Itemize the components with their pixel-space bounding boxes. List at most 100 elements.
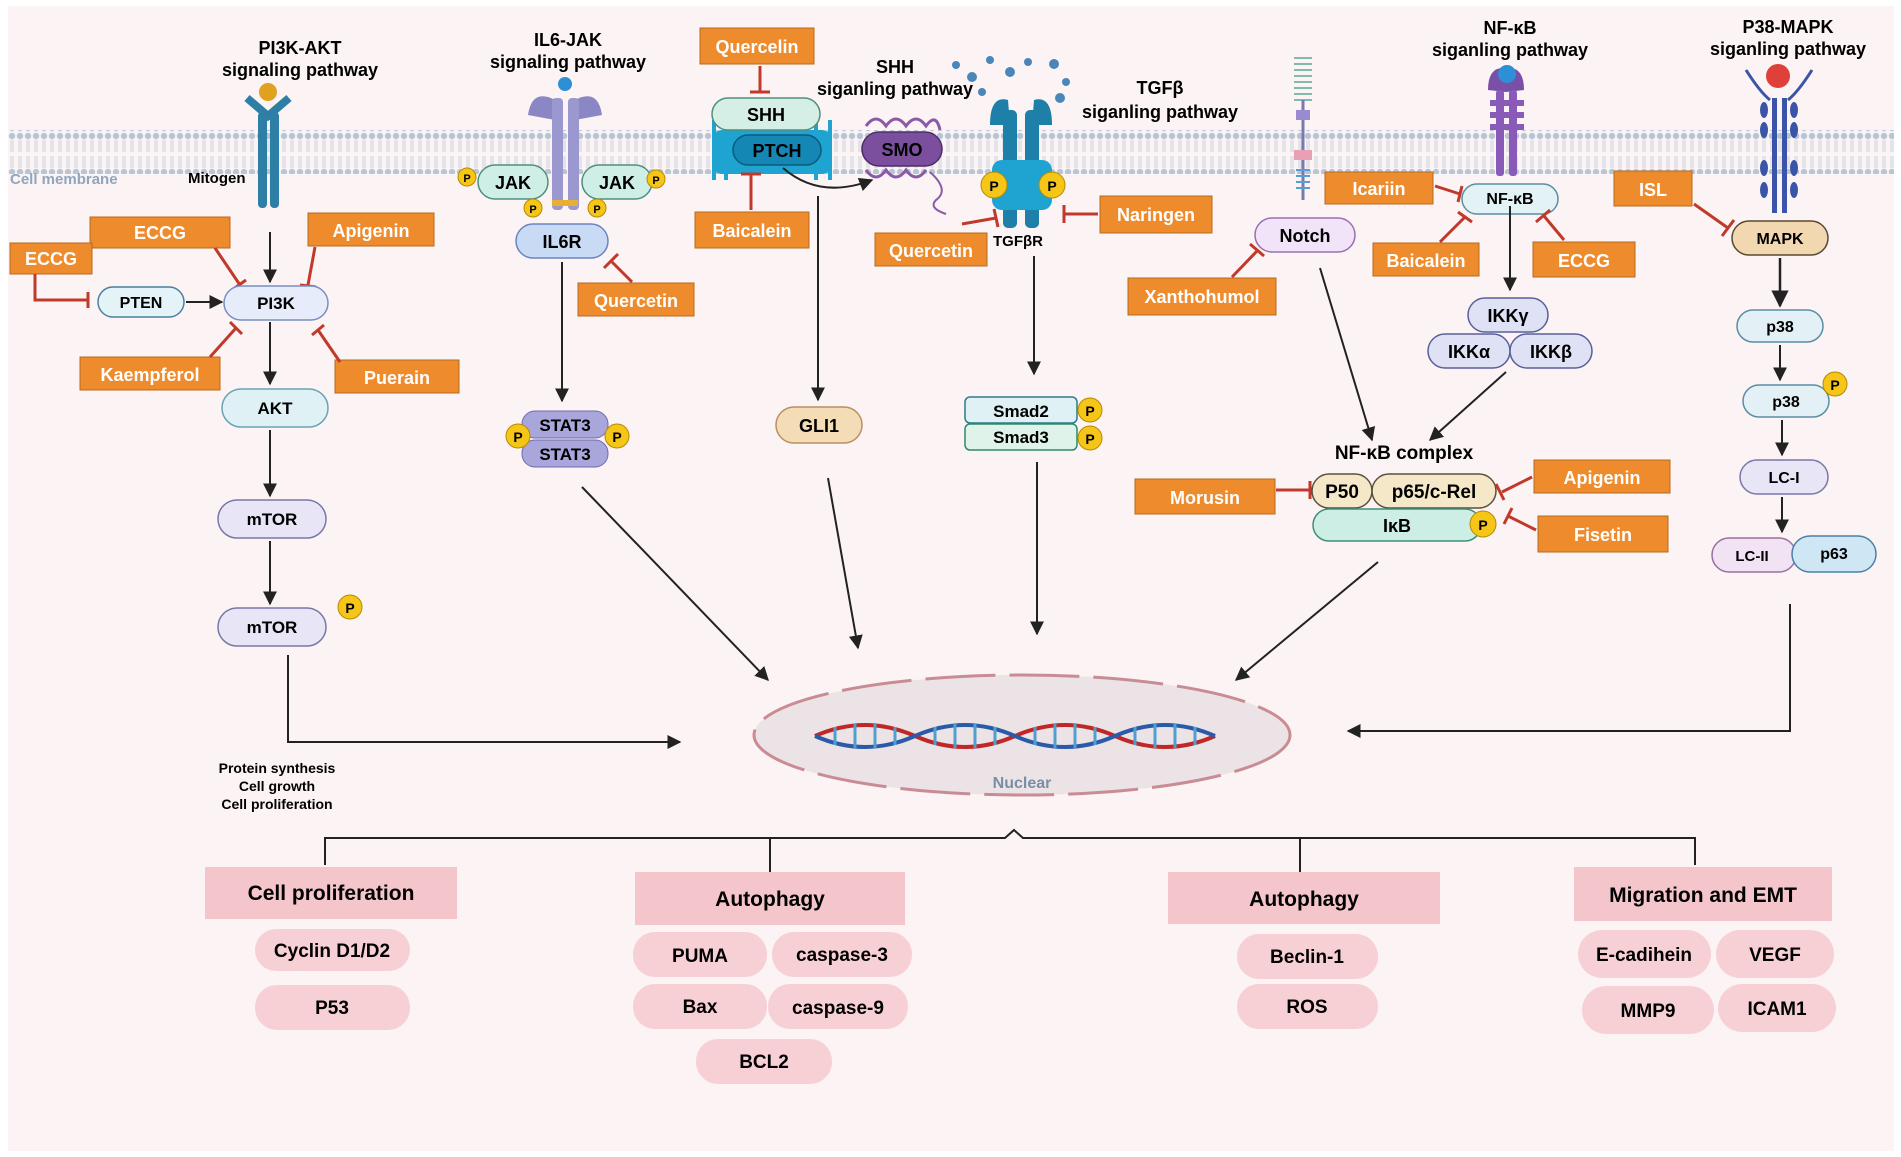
notch-node: [1254, 217, 1356, 253]
apigenin-box-pi3k: [307, 212, 435, 247]
smo-label: SMO: [881, 140, 922, 160]
mtor-phospho: [337, 594, 363, 620]
il6r-node: [515, 223, 609, 259]
outcome-bracket: [324, 828, 1696, 865]
puma-item: [633, 932, 767, 977]
mtor-node-2: [217, 607, 327, 647]
mtor-label-2: mTOR: [247, 618, 298, 637]
ecadherin-item: [1578, 930, 1711, 978]
nucleus-label: Nuclear: [993, 775, 1052, 792]
il6-title-2: signaling pathway: [490, 52, 646, 72]
naringen-label: Naringen: [1117, 205, 1195, 225]
shh-inhibition-top: [750, 66, 770, 94]
xanthohumol-box: [1127, 277, 1277, 316]
p38-title-1: P38-MAPK: [1742, 17, 1833, 37]
p53-label: P53: [315, 998, 349, 1019]
bax-item: [633, 984, 767, 1029]
nfkb-title-2: siganling pathway: [1432, 40, 1588, 60]
ikkb-node: [1509, 333, 1593, 369]
kaempferol-label: Kaempferol: [100, 365, 199, 385]
outcome-title-autophagy-2: [1168, 872, 1440, 924]
pi3k-node: [223, 285, 329, 321]
tgfbr-phospho-left-label: P: [989, 178, 998, 194]
mitogen-label: Mitogen: [188, 170, 246, 187]
eccg-box-pi3k: [89, 216, 231, 249]
tgfb-title-2: siganling pathway: [1082, 102, 1238, 122]
il6-receptor: [528, 77, 602, 210]
eccg-box-left: [9, 242, 93, 275]
smad2-phospho: [1077, 397, 1103, 423]
p38-label-2: p38: [1772, 394, 1800, 411]
quercelin-label-shh: Quercelin: [715, 37, 798, 57]
outcome-title-4: Migration and EMT: [1609, 884, 1797, 907]
mtor-node-1: [217, 499, 327, 539]
isl-inhibition-line: [1693, 202, 1736, 237]
eccg-label-pi3k: ECCG: [134, 223, 186, 243]
smad3-label: Smad3: [993, 428, 1049, 447]
eccg-label-left: ECCG: [25, 249, 77, 269]
p38-node-1: [1736, 309, 1824, 343]
tgfb-inhibition-lines: [961, 205, 1098, 228]
mapk-label: MAPK: [1756, 231, 1804, 248]
shh-label: SHH: [747, 105, 785, 125]
bax-label: Bax: [683, 997, 718, 1018]
stat3-phospho-right-label: P: [612, 429, 621, 445]
quercelin-box-shh: [699, 27, 815, 65]
quercetin-label-il6: Quercetin: [594, 291, 678, 311]
ikb-label: IκB: [1383, 516, 1411, 536]
nfkb-complex-label: NF-κB complex: [1335, 443, 1474, 464]
tgfb-title-1: TGFβ: [1137, 78, 1184, 98]
eccg-label-nfkb: ECCG: [1558, 251, 1610, 271]
mapk-node: [1731, 220, 1829, 256]
mtor-to-nucleus-arrow: [287, 655, 682, 749]
complex-to-nucleus-arrow: [1234, 561, 1379, 681]
smo-node: [861, 131, 943, 167]
gli1-node: [775, 406, 863, 444]
vegf-label: VEGF: [1749, 945, 1801, 966]
ikkb-label: IKKβ: [1530, 342, 1572, 362]
mtor-label-1: mTOR: [247, 510, 298, 529]
shh-title-2: siganling pathway: [817, 79, 973, 99]
stat3-phospho-right: [604, 423, 630, 449]
cyclin-item: [255, 929, 410, 971]
p38-title-2: siganling pathway: [1710, 39, 1866, 59]
p53-item: [255, 985, 410, 1030]
notch-receptor: [1294, 57, 1312, 200]
jak-phospho-3-label: P: [593, 204, 600, 216]
pi3k-receptor: [244, 83, 292, 208]
ikkg-node: [1467, 297, 1549, 333]
ikb-phospho-label: P: [1478, 517, 1487, 533]
apigenin-label-pi3k: Apigenin: [333, 221, 410, 241]
outcome-title-1: Cell proliferation: [248, 882, 415, 905]
il6-title-1: IL6-JAK: [534, 30, 602, 50]
smad2-label: Smad2: [993, 402, 1049, 421]
icam1-item: [1718, 984, 1836, 1032]
outcome-title-migration: [1574, 867, 1832, 921]
smad3-node: [964, 423, 1078, 451]
nfkb-receptor: [1488, 65, 1524, 176]
apigenin-label-nfkb: Apigenin: [1564, 468, 1641, 488]
p50-label: P50: [1325, 482, 1359, 503]
jak-left-label: JAK: [495, 173, 531, 193]
baicalein-box-nfkb: [1372, 242, 1480, 277]
smo-receptor: [864, 117, 947, 215]
baicalein-label-nfkb: Baicalein: [1386, 251, 1465, 271]
beclin-item: [1237, 934, 1378, 979]
nucleus: [752, 673, 1292, 797]
pi3k-label: PI3K: [257, 294, 296, 313]
morusin-label: Morusin: [1170, 488, 1240, 508]
p65-label: p65/c-Rel: [1392, 482, 1476, 503]
nfkb-inhibition-lines: [1434, 184, 1566, 244]
stat3-phospho-left-label: P: [513, 429, 522, 445]
stat3-top-label: STAT3: [539, 416, 590, 435]
tgfbr-label: TGFβR: [993, 233, 1043, 250]
gli1-label: GLI1: [799, 416, 839, 436]
p38-phospho-label: P: [1830, 377, 1839, 393]
puma-label: PUMA: [672, 946, 728, 967]
nfkb-label: NF-κB: [1486, 191, 1533, 208]
p38-label-1: p38: [1766, 319, 1794, 336]
outcome-title-2: Autophagy: [715, 888, 825, 911]
tgfbr-phospho-right: [1038, 171, 1066, 199]
tgfbr-phospho-right-label: P: [1047, 178, 1056, 194]
